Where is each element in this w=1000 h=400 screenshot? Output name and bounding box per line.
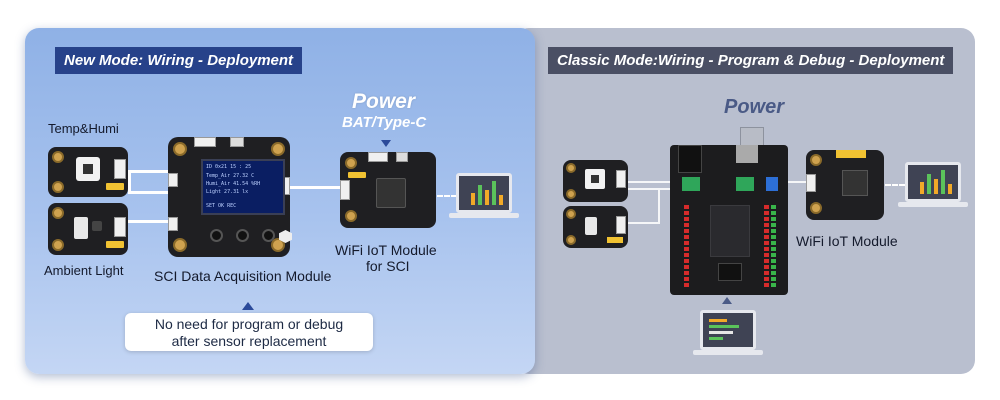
gravity-logo-icon — [836, 150, 866, 158]
wifi-sci-label: WiFi IoT Module — [335, 242, 437, 258]
new-power-label: Power — [352, 90, 416, 113]
wire-temp-to-sci-2 — [128, 191, 168, 194]
gravity-logo-icon — [106, 241, 124, 248]
classic-ambient-light-sensor — [563, 206, 628, 248]
laptop-chart-icon — [456, 173, 512, 213]
dfrobot-hex-logo-icon — [279, 230, 292, 243]
green-pin-header-right — [771, 205, 776, 287]
oled-screen: ID 0x21 15 : 25 Temp_Air 27.32 C Humi_Ai… — [201, 159, 285, 215]
red-pin-header-right — [764, 205, 769, 287]
blue-header-icon — [766, 177, 778, 191]
wifi-chip-icon — [842, 170, 868, 196]
classic-wifi-iot-module — [806, 150, 884, 220]
new-mode-title: New Mode: Wiring - Deployment — [55, 47, 303, 74]
gravity-logo-icon — [348, 172, 366, 178]
note-pointer-icon — [242, 302, 254, 310]
ok-button — [236, 229, 249, 242]
wire-temp-to-sci — [128, 170, 168, 173]
new-power-sub-label: BAT/Type-C — [342, 114, 427, 131]
usb-port-icon — [736, 145, 758, 163]
wire-light-to-sci — [128, 220, 168, 223]
temp-humi-label: Temp&Humi — [48, 121, 119, 136]
wire-sci-to-wifi — [290, 186, 342, 189]
wifi-sci-sub-label: for SCI — [366, 258, 410, 274]
note-line-1: No need for program or debug — [154, 316, 344, 332]
temp-humi-sensor — [48, 147, 128, 197]
note-line-2: after sensor replacement — [171, 333, 327, 349]
light-sensor-chip-icon — [585, 217, 597, 235]
right-button — [262, 229, 275, 242]
ambient-light-label: Ambient Light — [44, 263, 124, 278]
classic-wifi-label: WiFi IoT Module — [796, 233, 898, 249]
laptop-code-icon — [700, 310, 756, 350]
green-terminal-icon — [682, 177, 700, 191]
green-terminal-icon-2 — [736, 177, 754, 191]
gravity-logo-icon — [106, 183, 124, 190]
laptop-base — [449, 213, 519, 218]
wire-temp-to-board-2 — [628, 188, 698, 190]
main-controller-board — [670, 145, 788, 295]
dc-jack-icon — [678, 145, 702, 173]
mcu-chip-icon — [718, 263, 742, 281]
classic-power-label: Power — [724, 96, 785, 118]
classic-laptop-chart-icon — [905, 162, 961, 202]
classic-mode-title: Classic Mode:Wiring - Program & Debug - … — [548, 47, 954, 74]
power-arrow-icon — [381, 140, 391, 147]
wireless-link-classic — [885, 184, 905, 188]
red-pin-header-left — [684, 205, 689, 287]
laptop-code-base — [693, 350, 763, 355]
sci-data-acquisition-module: ID 0x21 15 : 25 Temp_Air 27.32 C Humi_Ai… — [168, 137, 292, 257]
board-silkscreen — [710, 205, 750, 257]
light-sensor-chip-icon — [74, 217, 88, 239]
classic-laptop-base — [898, 202, 968, 207]
no-program-note: No need for program or debug after senso… — [125, 313, 373, 351]
wifi-chip-icon — [376, 178, 406, 208]
wifi-iot-module-sci — [340, 152, 436, 228]
ambient-light-sensor — [48, 203, 128, 255]
wire-temp-bend — [128, 172, 131, 192]
classic-temp-humi-sensor — [563, 160, 628, 202]
board-to-laptop-arrow-icon — [722, 297, 732, 304]
wireless-link-new — [437, 195, 457, 199]
wire-light-to-board — [628, 222, 658, 224]
left-button — [210, 229, 223, 242]
sci-module-label: SCI Data Acquisition Module — [154, 268, 332, 284]
